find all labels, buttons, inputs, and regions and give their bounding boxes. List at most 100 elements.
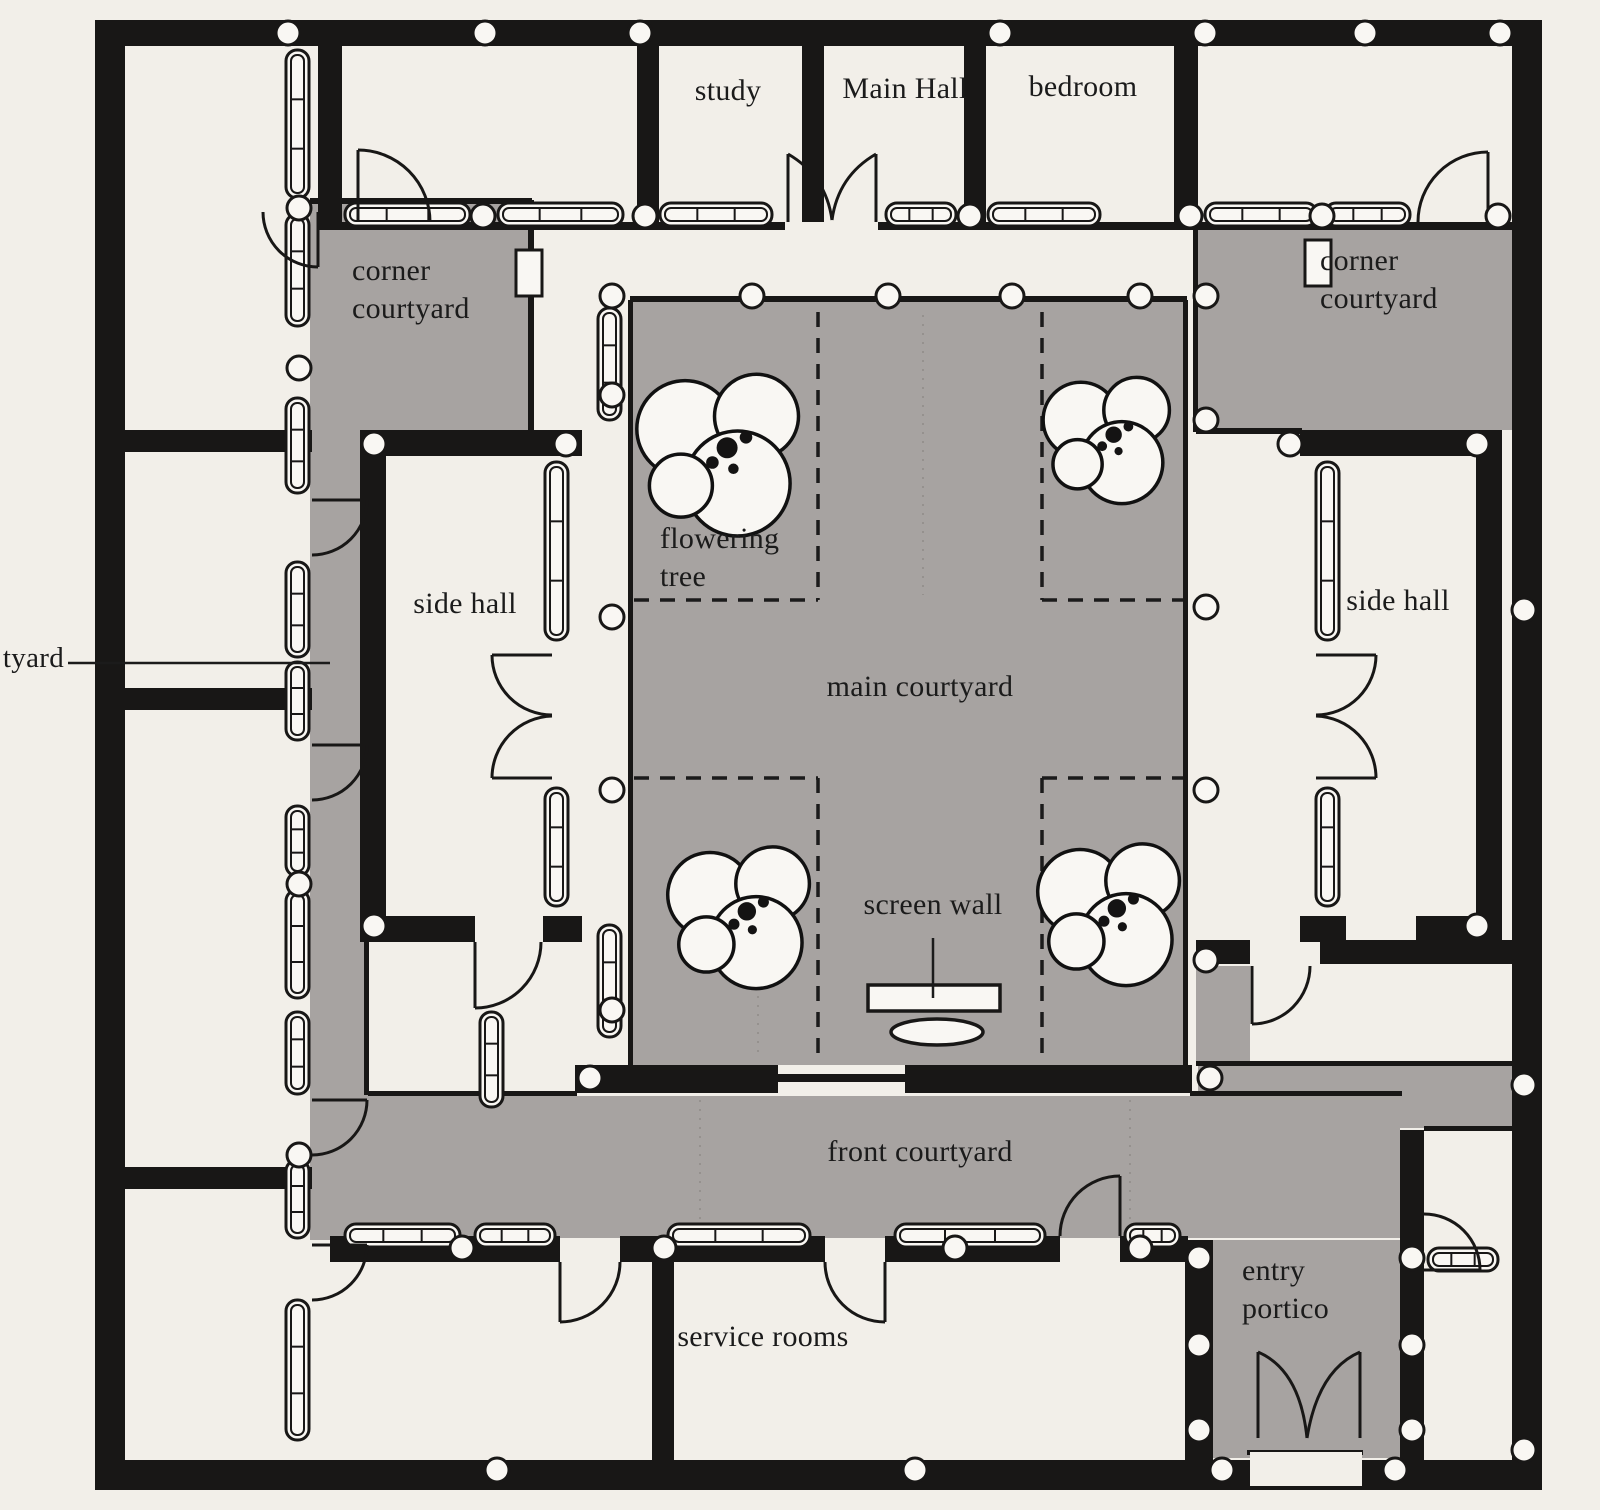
edge-line xyxy=(1196,428,1302,434)
dashed-boundary-lines xyxy=(634,312,1183,1062)
column-dot xyxy=(1176,202,1204,230)
column-dot xyxy=(471,19,499,47)
lattice-window-icon xyxy=(1323,201,1412,228)
column-dot xyxy=(650,1234,678,1262)
label-corner-courtyard-left: corner courtyard xyxy=(352,254,470,326)
courtyard-area xyxy=(1213,1240,1400,1458)
door-swing-icon xyxy=(311,499,369,557)
wall xyxy=(964,46,986,222)
door-swing-icon xyxy=(311,1099,369,1157)
paving-lines xyxy=(699,315,1131,1232)
label-service-rooms: service rooms xyxy=(677,1320,849,1353)
wall xyxy=(652,1262,674,1460)
wall xyxy=(125,430,312,452)
edge-line xyxy=(1183,300,1188,1067)
column-dot xyxy=(1351,19,1379,47)
column-dot xyxy=(1196,1064,1224,1092)
lattice-window-icon xyxy=(343,201,472,228)
wall xyxy=(318,46,342,230)
tree-trunk-mark xyxy=(1123,421,1134,432)
column-dot xyxy=(1463,430,1491,458)
lattice-window-icon xyxy=(893,1222,1047,1249)
column-dot xyxy=(285,1141,313,1169)
wall xyxy=(620,1236,655,1262)
leader-lines xyxy=(68,661,935,998)
label-side-hall-left: side hall xyxy=(413,587,517,620)
column-dot xyxy=(360,912,388,940)
edge-line xyxy=(368,1091,577,1096)
column-dot xyxy=(598,381,626,409)
column-dot xyxy=(469,202,497,230)
door-swing-icon xyxy=(559,1261,622,1324)
flowering-tree-icon xyxy=(1035,842,1182,988)
wall xyxy=(905,1065,1192,1093)
column-dot xyxy=(1398,1416,1426,1444)
column-dot xyxy=(1463,912,1491,940)
column-dot xyxy=(1398,1331,1426,1359)
label-entry-portico: entry portico xyxy=(1242,1254,1330,1326)
lattice-window-icon xyxy=(284,396,311,495)
lattice-window-icon xyxy=(284,1298,311,1442)
door-swing-icon xyxy=(1305,1350,1361,1439)
column-dot xyxy=(631,202,659,230)
door-swing-icon xyxy=(261,211,319,269)
column-dot xyxy=(1185,1244,1213,1272)
edge-line xyxy=(310,198,532,204)
courtyard-area xyxy=(310,202,530,430)
label-corner-courtyard-right: corner courtyard xyxy=(1320,244,1438,316)
column-dot xyxy=(874,282,902,310)
label-side-hall-right: side hall xyxy=(1346,584,1450,617)
wall xyxy=(802,46,824,222)
wall xyxy=(543,916,582,942)
column-dot xyxy=(1192,776,1220,804)
tree-trunk-mark xyxy=(1098,915,1110,927)
lattice-window-icon xyxy=(284,660,311,742)
column-dot xyxy=(448,1234,476,1262)
lattice-window-icon xyxy=(1314,786,1341,908)
door-swing-icon xyxy=(1423,1212,1482,1271)
flowering-tree-icon xyxy=(635,372,801,538)
wall xyxy=(95,20,125,1490)
wall xyxy=(125,1167,312,1189)
lattice-window-icon xyxy=(986,201,1102,228)
column-dot xyxy=(274,19,302,47)
column-dot xyxy=(1308,202,1336,230)
tree-trunk-mark xyxy=(1097,441,1108,452)
basin-ellipse xyxy=(889,1017,985,1047)
lattice-window-icon xyxy=(284,804,311,878)
column-dot xyxy=(598,996,626,1024)
door-swing-icon xyxy=(311,1244,369,1302)
wall xyxy=(637,46,659,222)
column-dot xyxy=(598,776,626,804)
entry-gap xyxy=(1250,1452,1362,1486)
column-dot xyxy=(1276,430,1304,458)
label-front-courtyard: front courtyard xyxy=(827,1135,1013,1168)
lattice-window-icon xyxy=(284,888,311,1000)
edge-line xyxy=(628,300,633,1067)
lattice-window-icon xyxy=(658,201,774,228)
wall xyxy=(1174,46,1198,230)
edge-line xyxy=(528,200,534,430)
tree-trunk-mark xyxy=(1114,447,1123,456)
tree-trunk-mark xyxy=(739,431,753,444)
blossom-cluster xyxy=(677,915,736,974)
lattice-window-icon xyxy=(666,1222,812,1249)
courtyard-area xyxy=(1198,230,1512,430)
column-dot xyxy=(576,1064,604,1092)
door-swing-icon xyxy=(830,152,877,221)
tree-trunk-mark xyxy=(1127,893,1139,905)
column-dots xyxy=(274,19,1538,1484)
courtyard-area xyxy=(1198,1066,1512,1128)
edge-line xyxy=(1196,1061,1512,1066)
wall xyxy=(575,1065,778,1093)
flowering-trees xyxy=(635,372,1182,991)
wall xyxy=(1320,940,1512,964)
flowering-tree-icon xyxy=(1041,375,1172,506)
door-swing-icon xyxy=(787,152,834,221)
column-dot xyxy=(1192,406,1220,434)
lattice-window-icon xyxy=(478,1010,505,1109)
door-swing-icon xyxy=(1251,965,1312,1026)
blossom-cluster xyxy=(1047,912,1106,971)
door-swing-icon xyxy=(311,744,369,802)
lattice-window-icon xyxy=(543,786,570,908)
